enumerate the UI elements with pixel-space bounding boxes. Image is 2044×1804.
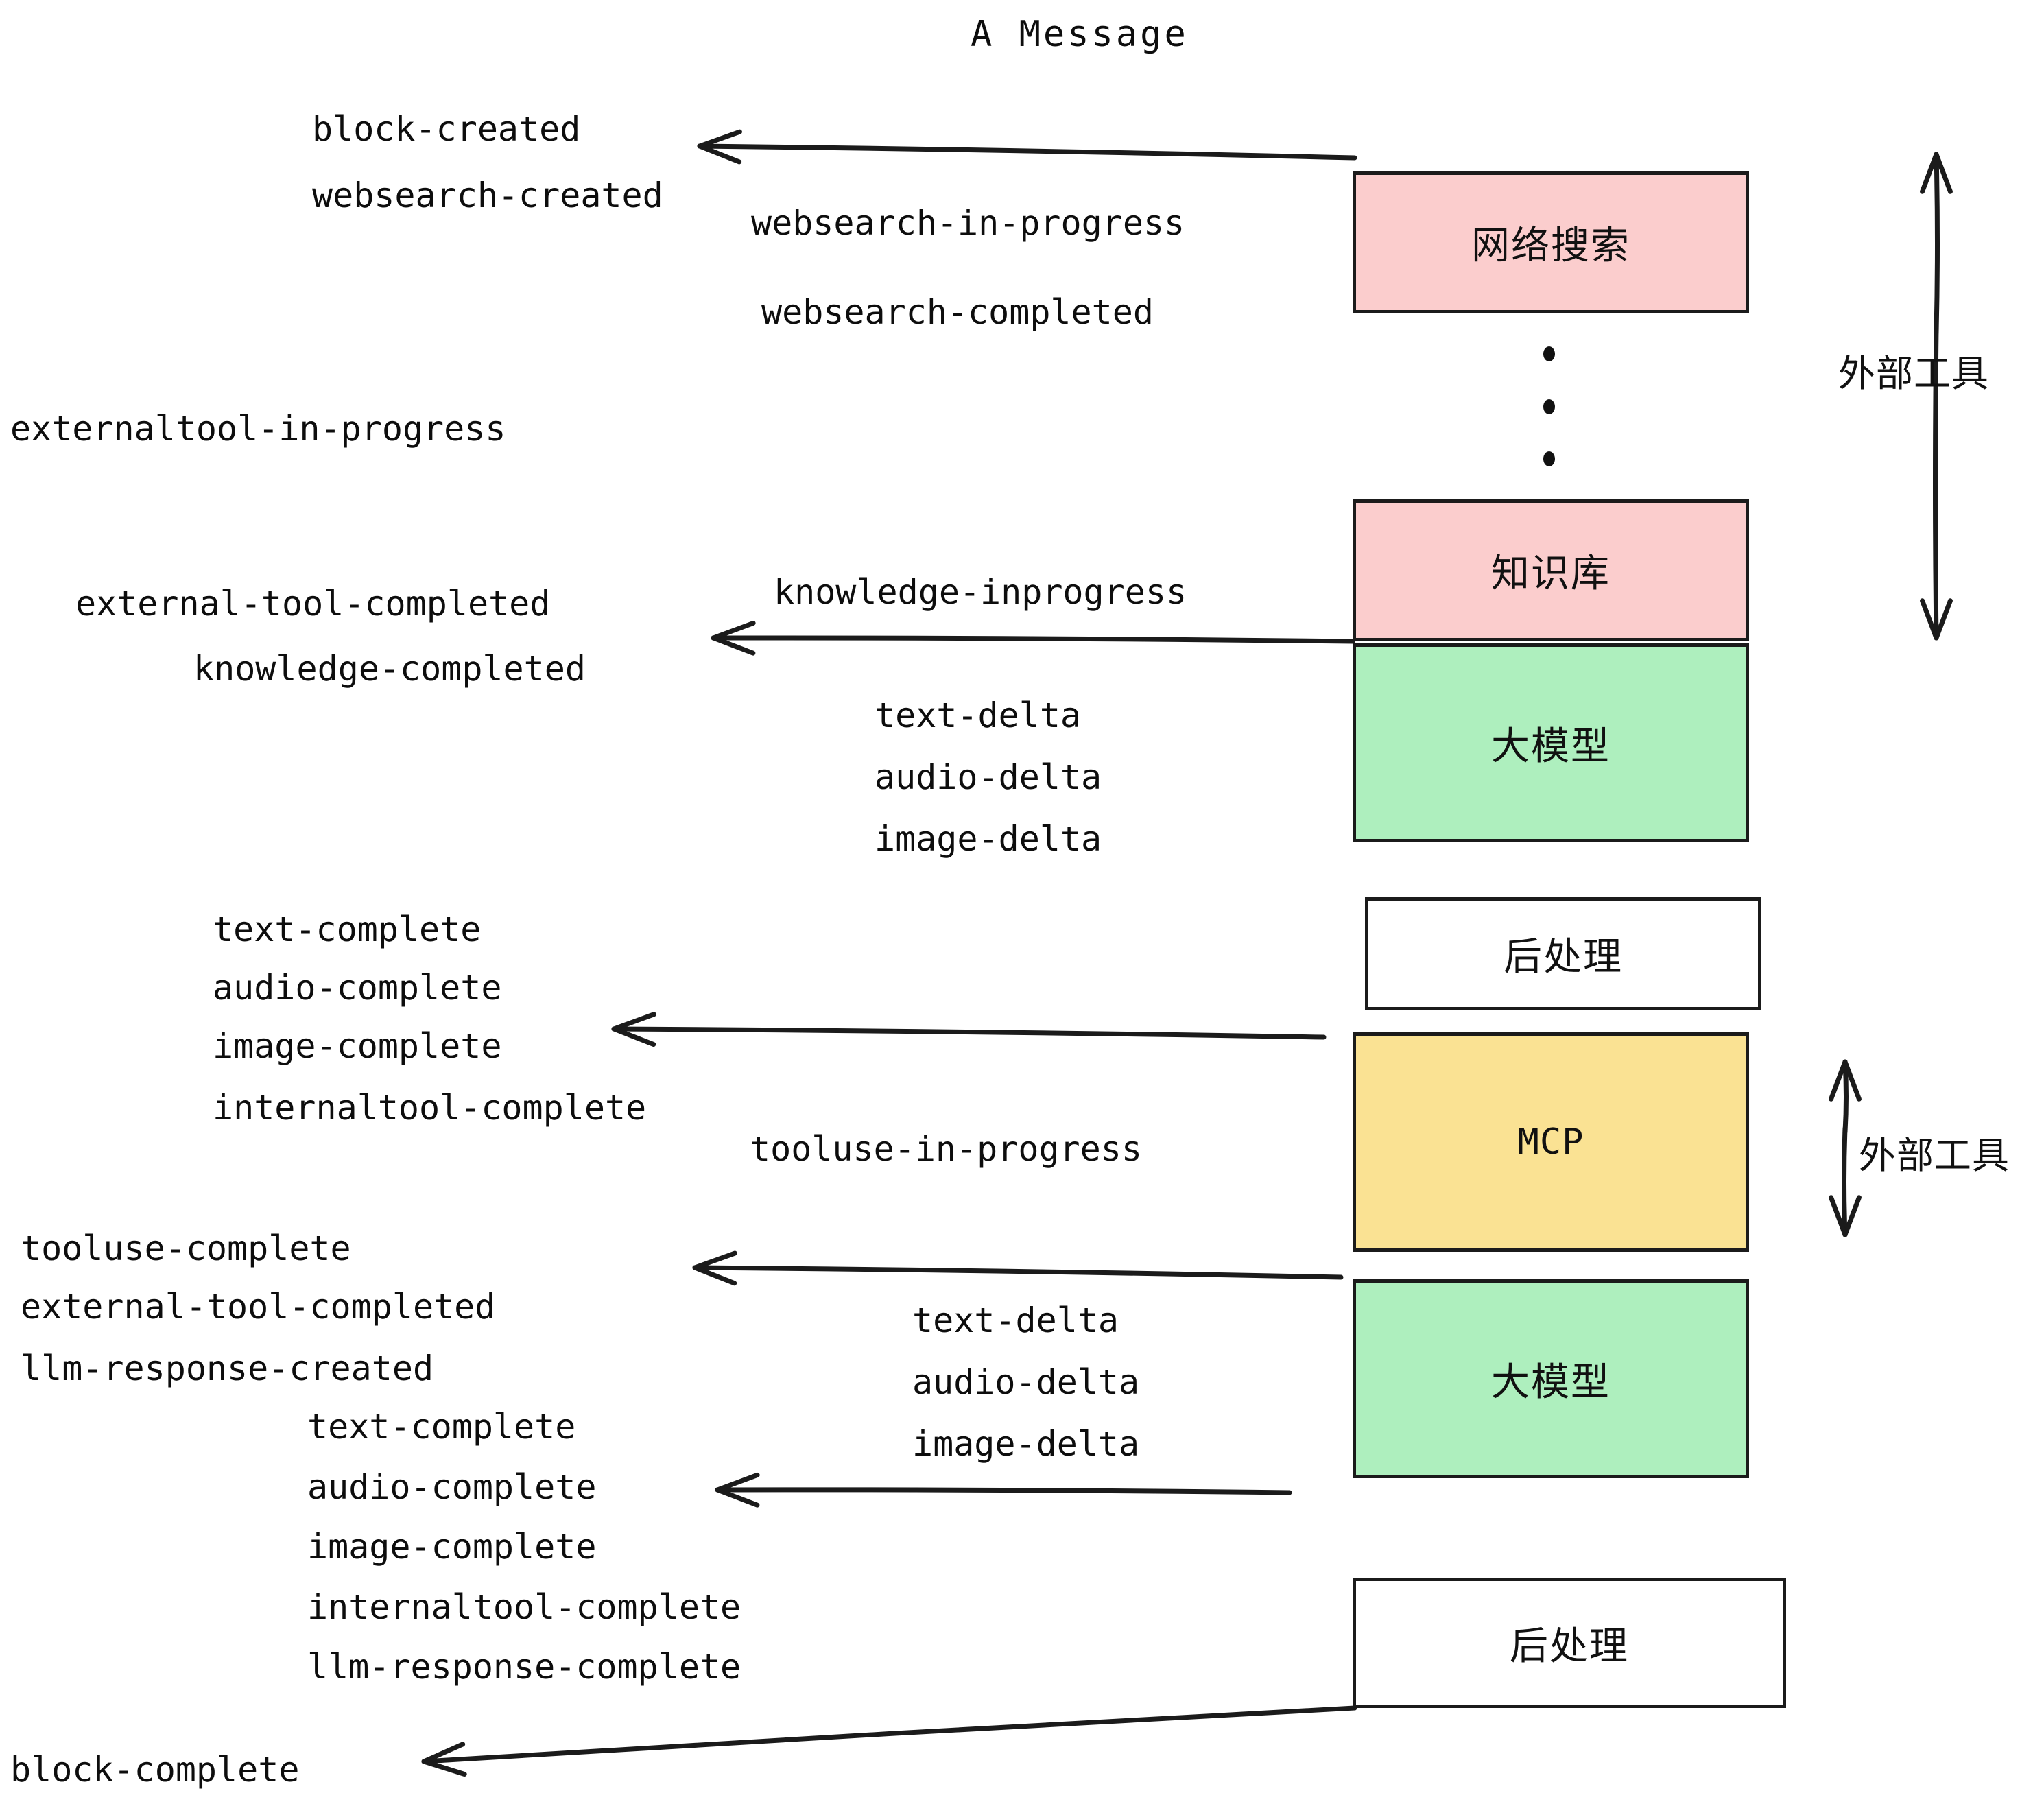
node-llm-1: 大模型 [1353, 643, 1749, 842]
node-websearch: 网络搜索 [1353, 171, 1749, 313]
event-label: websearch-completed [761, 292, 1154, 332]
tooluse-complete-arrow [692, 1250, 1344, 1286]
event-label: audio-delta [875, 757, 1102, 797]
side-label-external-tool-bottom: 外部工具 [1859, 1134, 2010, 1177]
event-label: image-delta [875, 819, 1102, 859]
image-complete-arrow [611, 1012, 1327, 1047]
event-label: llm-response-complete [307, 1647, 741, 1687]
event-label: internaltool-complete [213, 1088, 647, 1128]
event-label: tooluse-in-progress [750, 1129, 1142, 1169]
ellipsis-dot [1543, 399, 1555, 414]
event-label: image-complete [213, 1026, 502, 1066]
side-label-external-tool-top: 外部工具 [1838, 352, 1989, 395]
node-postprocess-1: 后处理 [1365, 897, 1761, 1010]
event-label: external-tool-completed [21, 1287, 496, 1327]
event-label: audio-complete [213, 968, 502, 1008]
event-label: internaltool-complete [307, 1587, 741, 1627]
event-label: externaltool-in-progress [10, 409, 506, 449]
event-label: text-delta [912, 1301, 1119, 1340]
event-label: websearch-in-progress [751, 203, 1185, 243]
event-label: text-complete [307, 1407, 576, 1447]
block-created-arrow [697, 129, 1357, 165]
ellipsis-dot [1543, 451, 1555, 466]
event-label: websearch-created [312, 176, 663, 215]
block-complete-arrow [421, 1705, 1357, 1777]
external-tool-up-2 [1829, 1059, 1862, 1135]
node-llm-2: 大模型 [1353, 1279, 1749, 1478]
event-label: tooluse-complete [21, 1229, 351, 1268]
audio-complete-arrow [715, 1472, 1292, 1508]
event-label: knowledge-inprogress [774, 572, 1187, 612]
event-label: external-tool-completed [75, 584, 551, 624]
node-mcp: MCP [1353, 1032, 1749, 1252]
external-tool-down-2 [1829, 1126, 1862, 1237]
knowledge-completed-arrow [711, 620, 1355, 656]
event-label: block-complete [10, 1750, 300, 1790]
event-label: image-delta [912, 1424, 1140, 1464]
external-tool-up-1 [1920, 152, 1953, 335]
node-postprocess-2: 后处理 [1353, 1578, 1786, 1708]
node-knowledge: 知识库 [1353, 499, 1749, 641]
event-label: audio-delta [912, 1362, 1140, 1402]
event-label: llm-response-created [21, 1349, 434, 1388]
event-label: knowledge-completed [193, 649, 586, 689]
event-label: text-complete [213, 910, 482, 949]
event-label: block-created [312, 109, 581, 149]
event-label: text-delta [875, 696, 1082, 735]
ellipsis-dot [1543, 346, 1555, 361]
vertical-ellipsis-icon [1542, 346, 1556, 466]
page-title: A Message [971, 14, 1189, 55]
event-label: image-complete [307, 1527, 597, 1567]
event-label: audio-complete [307, 1467, 597, 1507]
